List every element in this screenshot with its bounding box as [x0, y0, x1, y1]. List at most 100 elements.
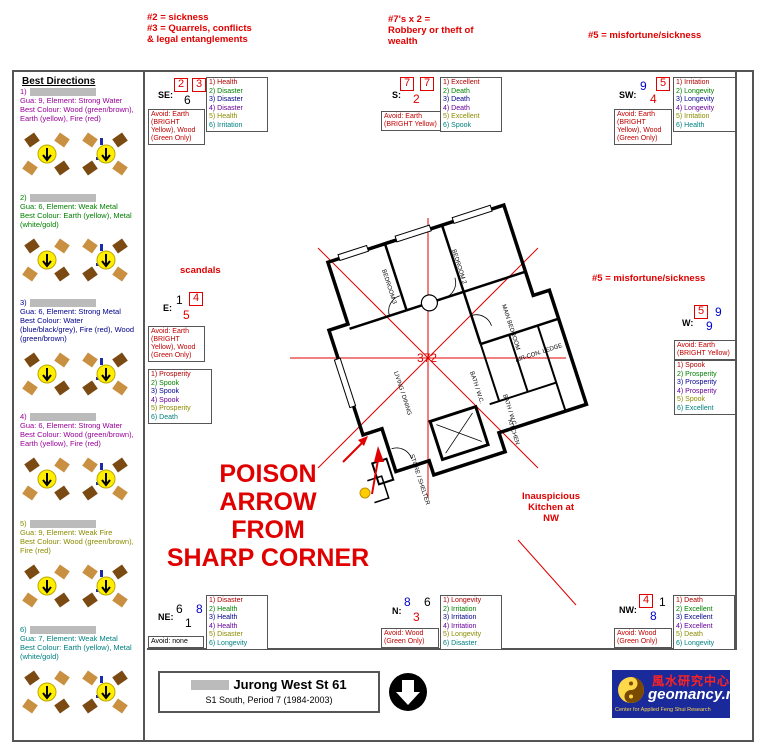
- sw-item-6: 6) Health: [676, 121, 705, 129]
- se-label: SE:: [158, 90, 174, 100]
- w-avoid: Avoid: Earth (BRIGHT Yellow): [674, 340, 736, 360]
- ne-water-star: 8: [196, 602, 203, 616]
- s-avoid: Avoid: Earth (BRIGHT Yellow): [381, 111, 441, 131]
- s-item-6: 6) Spook: [443, 121, 472, 129]
- period-text: S1 South, Period 7 (1984-2003): [205, 695, 333, 705]
- direction-arrows-icon: [22, 352, 128, 396]
- w-item-5: 5) Spook: [677, 396, 706, 403]
- direction-arrows-icon: [22, 670, 128, 714]
- floor-plan-walls: [325, 202, 589, 504]
- person-index: 3): [20, 298, 27, 307]
- person-index: 6): [20, 625, 27, 634]
- ne-base-star: 1: [185, 616, 192, 630]
- logo-subtitle: Center for Applied Feng Shui Research: [615, 707, 711, 713]
- address-text: Jurong West St 61: [233, 677, 347, 692]
- direction-arrows-icon: [22, 564, 128, 608]
- e-item-3: 3) Spook: [151, 388, 180, 395]
- s-base-star: 2: [413, 92, 420, 106]
- n-item-3: 3) Irritation: [443, 614, 477, 621]
- nw-water-star: 1: [659, 595, 666, 609]
- sw-item-2: 2) Longevity: [676, 87, 715, 95]
- person-index: 1): [20, 87, 27, 96]
- s-item-3: 3) Death: [443, 96, 470, 103]
- nw-label: NW:: [619, 605, 637, 615]
- arrow-down-circle-icon: [389, 673, 427, 711]
- redacted-unit: [191, 679, 230, 690]
- person-index: 2): [20, 193, 27, 202]
- room-aircon: AIR-CON. LEDGE: [515, 343, 563, 364]
- sw-item-3: 3) Longevity: [676, 96, 715, 103]
- s-label: S:: [392, 90, 401, 100]
- annotation-kitchen: Inauspicious Kitchen at NW: [522, 491, 581, 524]
- se-base-star: 6: [184, 93, 191, 107]
- nw-item-5: 5) Death: [676, 631, 703, 638]
- sw-mountain-star: 9: [640, 79, 647, 93]
- nw-item-3: 3) Excellent: [676, 614, 713, 621]
- person-colour: Best Colour: Wood (green/brown), Earth (…: [20, 105, 134, 123]
- nw-item-6: 6) Longevity: [676, 639, 715, 647]
- redacted-name: [29, 193, 96, 202]
- ne-item-3: 3) Health: [209, 614, 238, 621]
- room-bath1: BATH / W.C.: [468, 371, 484, 405]
- n-base-star: 3: [413, 610, 420, 624]
- se-avoid: Avoid: Earth (BRIGHT Yellow), Wood (Gree…: [148, 109, 205, 145]
- ne-item-1: 1) Disaster: [209, 597, 243, 604]
- person-colour: Best Colour: Earth (yellow), Metal (whit…: [20, 211, 132, 229]
- annotation-scandals: scandals: [180, 265, 221, 276]
- w-item-1: 1) Spook: [677, 362, 706, 369]
- direction-arrows-icon: [22, 132, 128, 176]
- s-mountain-star: 7: [400, 77, 414, 91]
- redacted-name: [29, 625, 96, 634]
- sw-item-5: 5) Irritation: [676, 113, 710, 120]
- sw-base-star: 4: [650, 92, 657, 106]
- e-item-2: 2) Spook: [151, 379, 180, 387]
- se-mountain-star: 2: [174, 78, 188, 92]
- sw-label: SW:: [619, 90, 637, 100]
- sector-line-diag2: [317, 247, 539, 469]
- person-gua: Gua: 7, Element: Weak Metal: [20, 634, 118, 643]
- w-item-2: 2) Prosperity: [677, 370, 717, 378]
- direction-arrows-icon: [22, 238, 128, 282]
- e-item-4: 4) Spook: [151, 396, 180, 404]
- se-item-3: 3) Disaster: [209, 96, 243, 103]
- e-avoid: Avoid: Earth (BRIGHT Yellow), Wood (Gree…: [148, 326, 205, 362]
- sw-avoid: Avoid: Earth (BRIGHT Yellow), Wood (Gree…: [614, 109, 672, 145]
- se-item-4: 4) Disaster: [209, 104, 243, 112]
- person-gua: Gua: 6, Element: Strong Water: [20, 421, 123, 430]
- e-base-star: 5: [183, 308, 190, 322]
- w-mountain-star: 5: [694, 305, 708, 319]
- annotation-misfortune-sw: #5 = misfortune/sickness: [588, 30, 702, 41]
- annotation-sickness: #2 = sickness #3 = Quarrels, conflicts &…: [147, 12, 252, 45]
- nw-item-2: 2) Excellent: [676, 605, 713, 613]
- s-water-star: 7: [420, 77, 434, 91]
- n-item-6: 6) Disaster: [443, 639, 477, 647]
- w-water-star: 9: [715, 305, 722, 319]
- person-colour: Best Colour: Earth (yellow), Metal (whit…: [20, 643, 132, 661]
- w-item-6: 6) Excellent: [677, 404, 714, 412]
- annotation-misfortune-w: #5 = misfortune/sickness: [592, 273, 706, 284]
- ne-item-5: 5) Disaster: [209, 631, 243, 638]
- n-avoid: Avoid: Wood (Green Only): [381, 628, 439, 648]
- w-item-3: 3) Prosperity: [677, 379, 717, 386]
- direction-arrows-icon: [22, 457, 128, 501]
- ne-label: NE:: [158, 612, 174, 622]
- nw-base-star: 8: [650, 609, 657, 623]
- e-label: E:: [163, 303, 172, 313]
- ne-avoid: Avoid: none: [148, 636, 204, 648]
- nw-mountain-star: 4: [639, 594, 653, 608]
- se-item-6: 6) Irritation: [209, 121, 243, 129]
- s-item-1: 1) Excellent: [443, 79, 480, 86]
- sw-item-4: 4) Longevity: [676, 104, 715, 112]
- ne-item-4: 4) Health: [209, 622, 238, 630]
- se-item-5: 5) Health: [209, 113, 238, 120]
- kitchen-pointer: [517, 539, 577, 606]
